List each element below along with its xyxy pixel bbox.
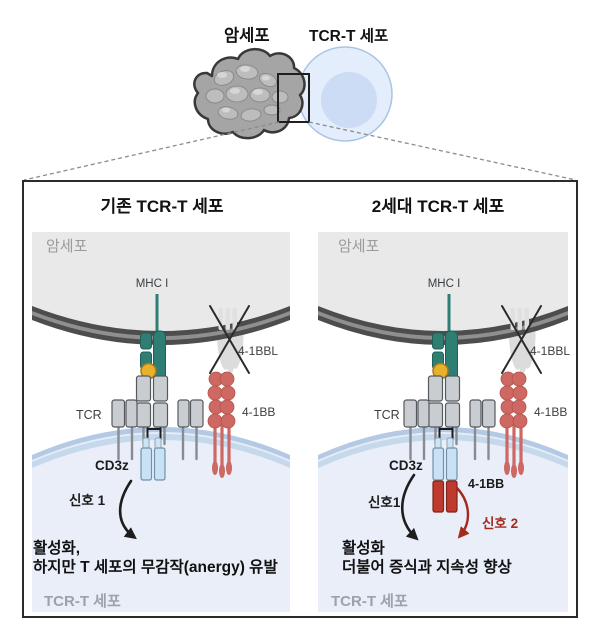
signal2-arrow	[455, 486, 470, 539]
comparison-figure: 기존 TCR-T 세포 암세포 MHC I TCR 4-1BBL 4-1BB C…	[22, 180, 578, 618]
bb-domain-label: 4-1BB	[468, 477, 505, 491]
bb-label: 4-1BB	[242, 405, 276, 419]
tcell-region-label: TCR-T 세포	[331, 593, 408, 610]
bbl-ligand-blocked	[501, 305, 542, 374]
signal1-label: 신호 1	[69, 493, 106, 508]
tcrt-cell-illustration	[297, 46, 393, 142]
cancer-region-label: 암세포	[338, 238, 380, 255]
result-line1: 활성화	[342, 540, 385, 557]
result-line2: 하지만 T 세포의 무감작(anergy) 유발	[33, 559, 278, 576]
panel-conventional-tcrt: 기존 TCR-T 세포 암세포 MHC I TCR 4-1BBL 4-1BB C…	[24, 182, 300, 616]
overview-illustration	[23, 46, 577, 181]
panel-left-drawing	[32, 232, 290, 612]
mhc-molecule	[432, 294, 458, 382]
result-line1: 활성화,	[33, 540, 81, 557]
mhc-label: MHC I	[427, 278, 461, 290]
cd3z-label: CD3z	[95, 458, 129, 473]
panel-right-drawing	[318, 232, 568, 612]
panel-right-title: 2세대 TCR-T 세포	[371, 197, 505, 216]
tcell-region	[318, 427, 568, 612]
cd3z-label: CD3z	[389, 458, 423, 473]
mhc-label: MHC I	[135, 278, 169, 290]
tcr-label: TCR	[76, 408, 102, 422]
tcr-complex	[403, 375, 496, 461]
bb-receptor	[207, 371, 236, 478]
bb-receptor	[499, 371, 528, 478]
mhc-molecule	[140, 294, 166, 382]
signal1-label: 신호1	[368, 495, 401, 510]
bb-label: 4-1BB	[534, 405, 568, 419]
cancer-cell-highlights	[217, 66, 270, 113]
bbl-label: 4-1BBL	[530, 344, 571, 358]
result-line2: 더불어 증식과 지속성 향상	[342, 559, 512, 576]
zoom-region-box	[277, 73, 310, 123]
cancer-region-label: 암세포	[46, 238, 88, 255]
result-text: 활성화 더불어 증식과 지속성 향상	[342, 539, 512, 577]
panel-second-gen-tcrt: 2세대 TCR-T 세포 암세포 MHC I TCR 4-1BBL 4-1BB …	[300, 182, 576, 616]
tcr-label: TCR	[374, 408, 400, 422]
cd3z-domains	[140, 437, 166, 481]
signal2-label: 신호 2	[482, 516, 519, 531]
zoom-connector-lines	[23, 121, 577, 181]
bb-costim-domains	[432, 480, 458, 513]
signal1-arrow	[118, 479, 137, 540]
bbl-label: 4-1BBL	[238, 344, 279, 358]
x-cross-icon	[501, 305, 542, 374]
tcell-region	[32, 427, 290, 612]
tcell-region-label: TCR-T 세포	[44, 593, 121, 610]
cell-nucleus	[321, 72, 377, 128]
overview-cancer-label: 암세포	[224, 27, 270, 45]
result-text: 활성화, 하지만 T 세포의 무감작(anergy) 유발	[33, 539, 278, 577]
cancer-cell-illustration	[193, 48, 306, 140]
panel-left-title: 기존 TCR-T 세포	[100, 197, 224, 216]
overview-tcell-label: TCR-T 세포	[309, 28, 389, 45]
signal1-arrow	[401, 473, 419, 541]
cd3z-domains	[432, 437, 458, 481]
x-cross-icon	[209, 305, 250, 374]
